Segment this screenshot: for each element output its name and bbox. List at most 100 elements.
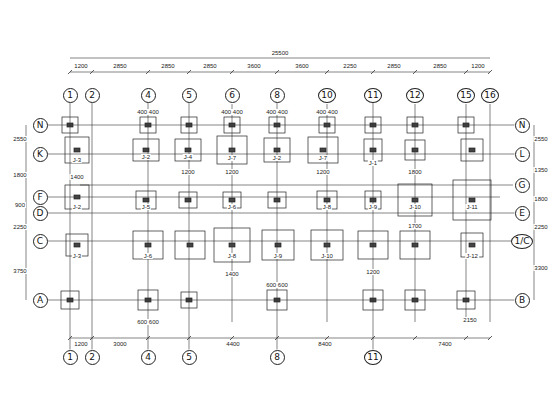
axis-label: 6 (229, 91, 235, 100)
footing-outline (405, 140, 425, 160)
footing-outline (175, 139, 201, 161)
dimension-text: 400 400 (220, 109, 244, 115)
axis-label: B (519, 296, 525, 305)
footing-tag: J-8 (227, 253, 237, 259)
footing-tag: J-2 (72, 204, 82, 210)
axis-bubble: 2 (85, 88, 100, 103)
footing-outline (453, 180, 491, 220)
axis-label: 1/C (514, 237, 529, 246)
dimension-tick (230, 336, 234, 340)
axis-label: D (37, 209, 44, 218)
dimension-text: 2150 (462, 317, 477, 323)
dimension-tick (413, 336, 417, 340)
axis-label: G (519, 181, 526, 190)
axis-label: 15 (460, 91, 471, 100)
footing-outline (262, 230, 294, 260)
axis-bubble: F (33, 190, 48, 205)
dimension-text: 600 600 (136, 319, 160, 325)
axis-line (92, 103, 93, 350)
axis-bubble: 11 (364, 88, 382, 103)
column-stub (412, 148, 418, 152)
footing-tag: J-2 (141, 154, 151, 160)
axis-label: 2 (89, 353, 95, 362)
axis-line (48, 125, 515, 126)
dimension-tick (187, 70, 191, 74)
column-stub (320, 148, 326, 152)
dimension-tick (488, 336, 492, 340)
dimension-tick (146, 70, 150, 74)
dimension-text: 1400 (224, 271, 239, 277)
dimension-tick (464, 336, 468, 340)
axis-bubble: A (33, 293, 48, 308)
axis-bubble: K (33, 147, 48, 162)
column-stub (229, 148, 235, 152)
footing-tag: J-12 (465, 253, 479, 259)
axis-line (373, 103, 374, 350)
axis-label: K (37, 150, 43, 159)
axis-bubble: N (515, 118, 530, 133)
axis-bubble: 1 (63, 88, 78, 103)
axis-bubble: 10 (318, 88, 336, 103)
axis-label: 5 (186, 353, 192, 362)
footing-tag: J-3 (72, 157, 82, 163)
axis-bubble: 6 (225, 88, 240, 103)
axis-bubble: 2 (85, 350, 100, 365)
dimension-text: 1200 (470, 63, 485, 69)
axis-bubble: N (33, 118, 48, 133)
column-stub (412, 198, 418, 202)
dimension-text: 3600 (246, 63, 261, 69)
axis-label: 8 (274, 91, 280, 100)
footing-tag: J-11 (465, 204, 478, 210)
axis-bubble: 1 (63, 350, 78, 365)
dimension-tick (488, 70, 492, 74)
column-stub (469, 243, 475, 247)
dimension-text: 400 400 (136, 109, 160, 115)
footing-outline (133, 139, 159, 161)
axis-label: 8 (274, 353, 280, 362)
footing-outline (175, 231, 205, 259)
axis-bubble: 4 (141, 88, 156, 103)
dimension-text: 2850 (432, 63, 447, 69)
dimension-text: 4400 (225, 341, 240, 347)
column-stub (185, 198, 191, 202)
column-stub (74, 195, 80, 199)
axis-line (70, 103, 71, 350)
dimension-text: 1200 (180, 169, 195, 175)
axis-bubble: G (515, 178, 530, 193)
axis-line (48, 300, 515, 301)
footing-tag: J-7 (318, 155, 328, 161)
footing-outline (65, 185, 89, 209)
dimension-tick (371, 70, 375, 74)
column-stub (469, 198, 475, 202)
dimension-text: 25500 (271, 50, 290, 56)
axis-label: 11 (367, 353, 378, 362)
axis-label: 1 (67, 353, 73, 362)
footing-tag: J-2 (272, 155, 282, 161)
footing-outline (400, 231, 430, 259)
dimension-text: 1700 (407, 223, 422, 229)
column-stub (185, 148, 191, 152)
dimension-text: 1350 (533, 167, 548, 173)
axis-label: A (37, 296, 43, 305)
footing-tag: J-4 (183, 154, 193, 160)
axis-bubble: 15 (457, 88, 475, 103)
dimension-tick (325, 336, 329, 340)
axis-line (48, 241, 512, 242)
footing-tag: J-6 (143, 253, 153, 259)
dimension-text: 2250 (533, 224, 548, 230)
dimension-text: 1800 (12, 172, 27, 178)
axis-label: 5 (186, 91, 192, 100)
dimension-text: 2850 (160, 63, 175, 69)
dimension-tick (325, 70, 329, 74)
dimension-text: 900 (14, 202, 26, 208)
axis-bubble: 5 (182, 350, 197, 365)
column-stub (469, 148, 475, 152)
footing-outline (214, 228, 250, 262)
column-stub (229, 243, 235, 247)
column-stub (229, 198, 235, 202)
axis-label: L (519, 150, 524, 159)
axis-label: 4 (145, 353, 151, 362)
footing-tag: J-9 (273, 253, 283, 259)
dimension-text: 2550 (533, 136, 548, 142)
